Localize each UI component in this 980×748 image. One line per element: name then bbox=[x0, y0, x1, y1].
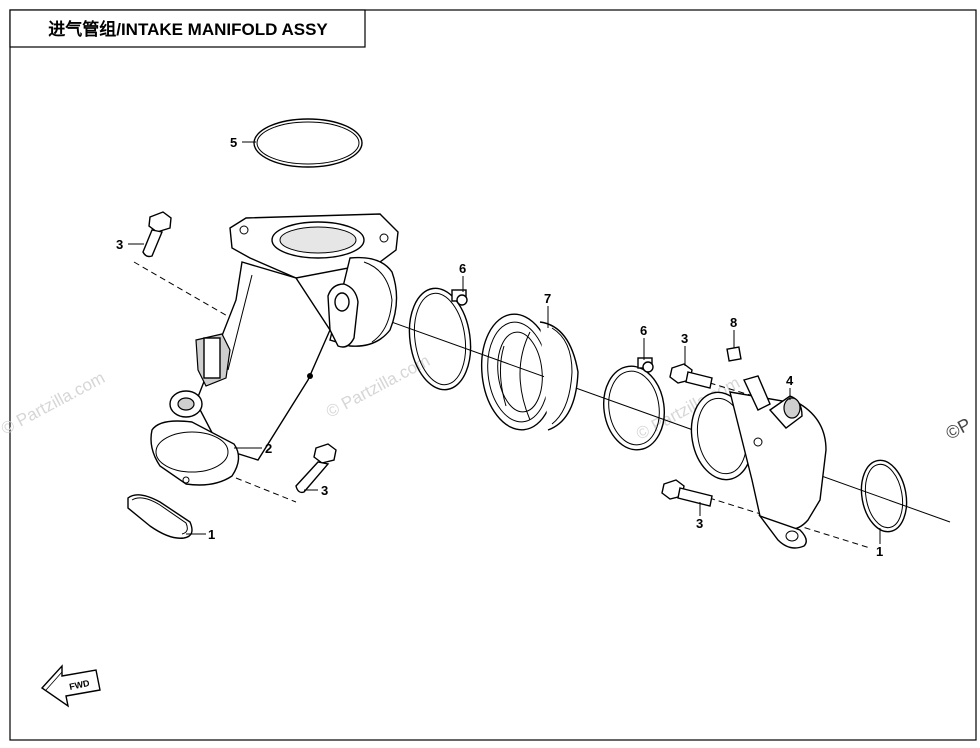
callout-3-right-bottom: 3 bbox=[696, 516, 703, 531]
assembly-axis bbox=[329, 299, 951, 523]
callout-4: 4 bbox=[786, 373, 794, 388]
outlet-pipe-4 bbox=[690, 375, 827, 549]
manifold-body-2 bbox=[150, 213, 399, 486]
callout-8: 8 bbox=[730, 315, 737, 330]
bolt-3-mid bbox=[295, 443, 337, 494]
fwd-arrow-icon: FWD bbox=[40, 664, 101, 708]
title-box: 进气管组/INTAKE MANIFOLD ASSY bbox=[9, 9, 366, 48]
callout-1-right: 1 bbox=[876, 544, 883, 559]
seal-ring-1-right bbox=[860, 459, 908, 533]
o-ring-5 bbox=[253, 118, 363, 168]
seal-ring-1-left bbox=[127, 494, 193, 539]
rubber-boot-7 bbox=[480, 313, 579, 431]
cap-8 bbox=[726, 346, 742, 362]
watermark-center: © Partzilla.com bbox=[323, 351, 433, 422]
watermark-left: © Partzilla.com bbox=[0, 368, 108, 439]
callout-6-right: 6 bbox=[640, 323, 647, 338]
callout-1-left: 1 bbox=[208, 527, 215, 542]
callout-5: 5 bbox=[230, 135, 237, 150]
callout-7: 7 bbox=[544, 291, 551, 306]
callout-3-top: 3 bbox=[116, 237, 123, 252]
fwd-label: FWD bbox=[68, 678, 91, 692]
callout-2: 2 bbox=[265, 441, 272, 456]
bolt-3-top bbox=[142, 211, 172, 258]
callout-labels: 5 3 2 1 3 6 7 6 3 8 4 3 1 bbox=[116, 135, 883, 559]
bolt-3-right-top bbox=[669, 363, 713, 389]
callout-6-left: 6 bbox=[459, 261, 466, 276]
hose-clamp-6-left bbox=[408, 287, 472, 391]
page-title: 进气管组/INTAKE MANIFOLD ASSY bbox=[48, 19, 328, 39]
diagram-frame bbox=[9, 9, 977, 741]
bolt-3-right-bottom bbox=[661, 479, 713, 507]
callout-3-mid: 3 bbox=[321, 483, 328, 498]
hose-clamp-6-right bbox=[603, 357, 665, 451]
leader-lines bbox=[128, 141, 881, 544]
callout-3-right-top: 3 bbox=[681, 331, 688, 346]
watermark-edge: ©P bbox=[942, 414, 974, 444]
